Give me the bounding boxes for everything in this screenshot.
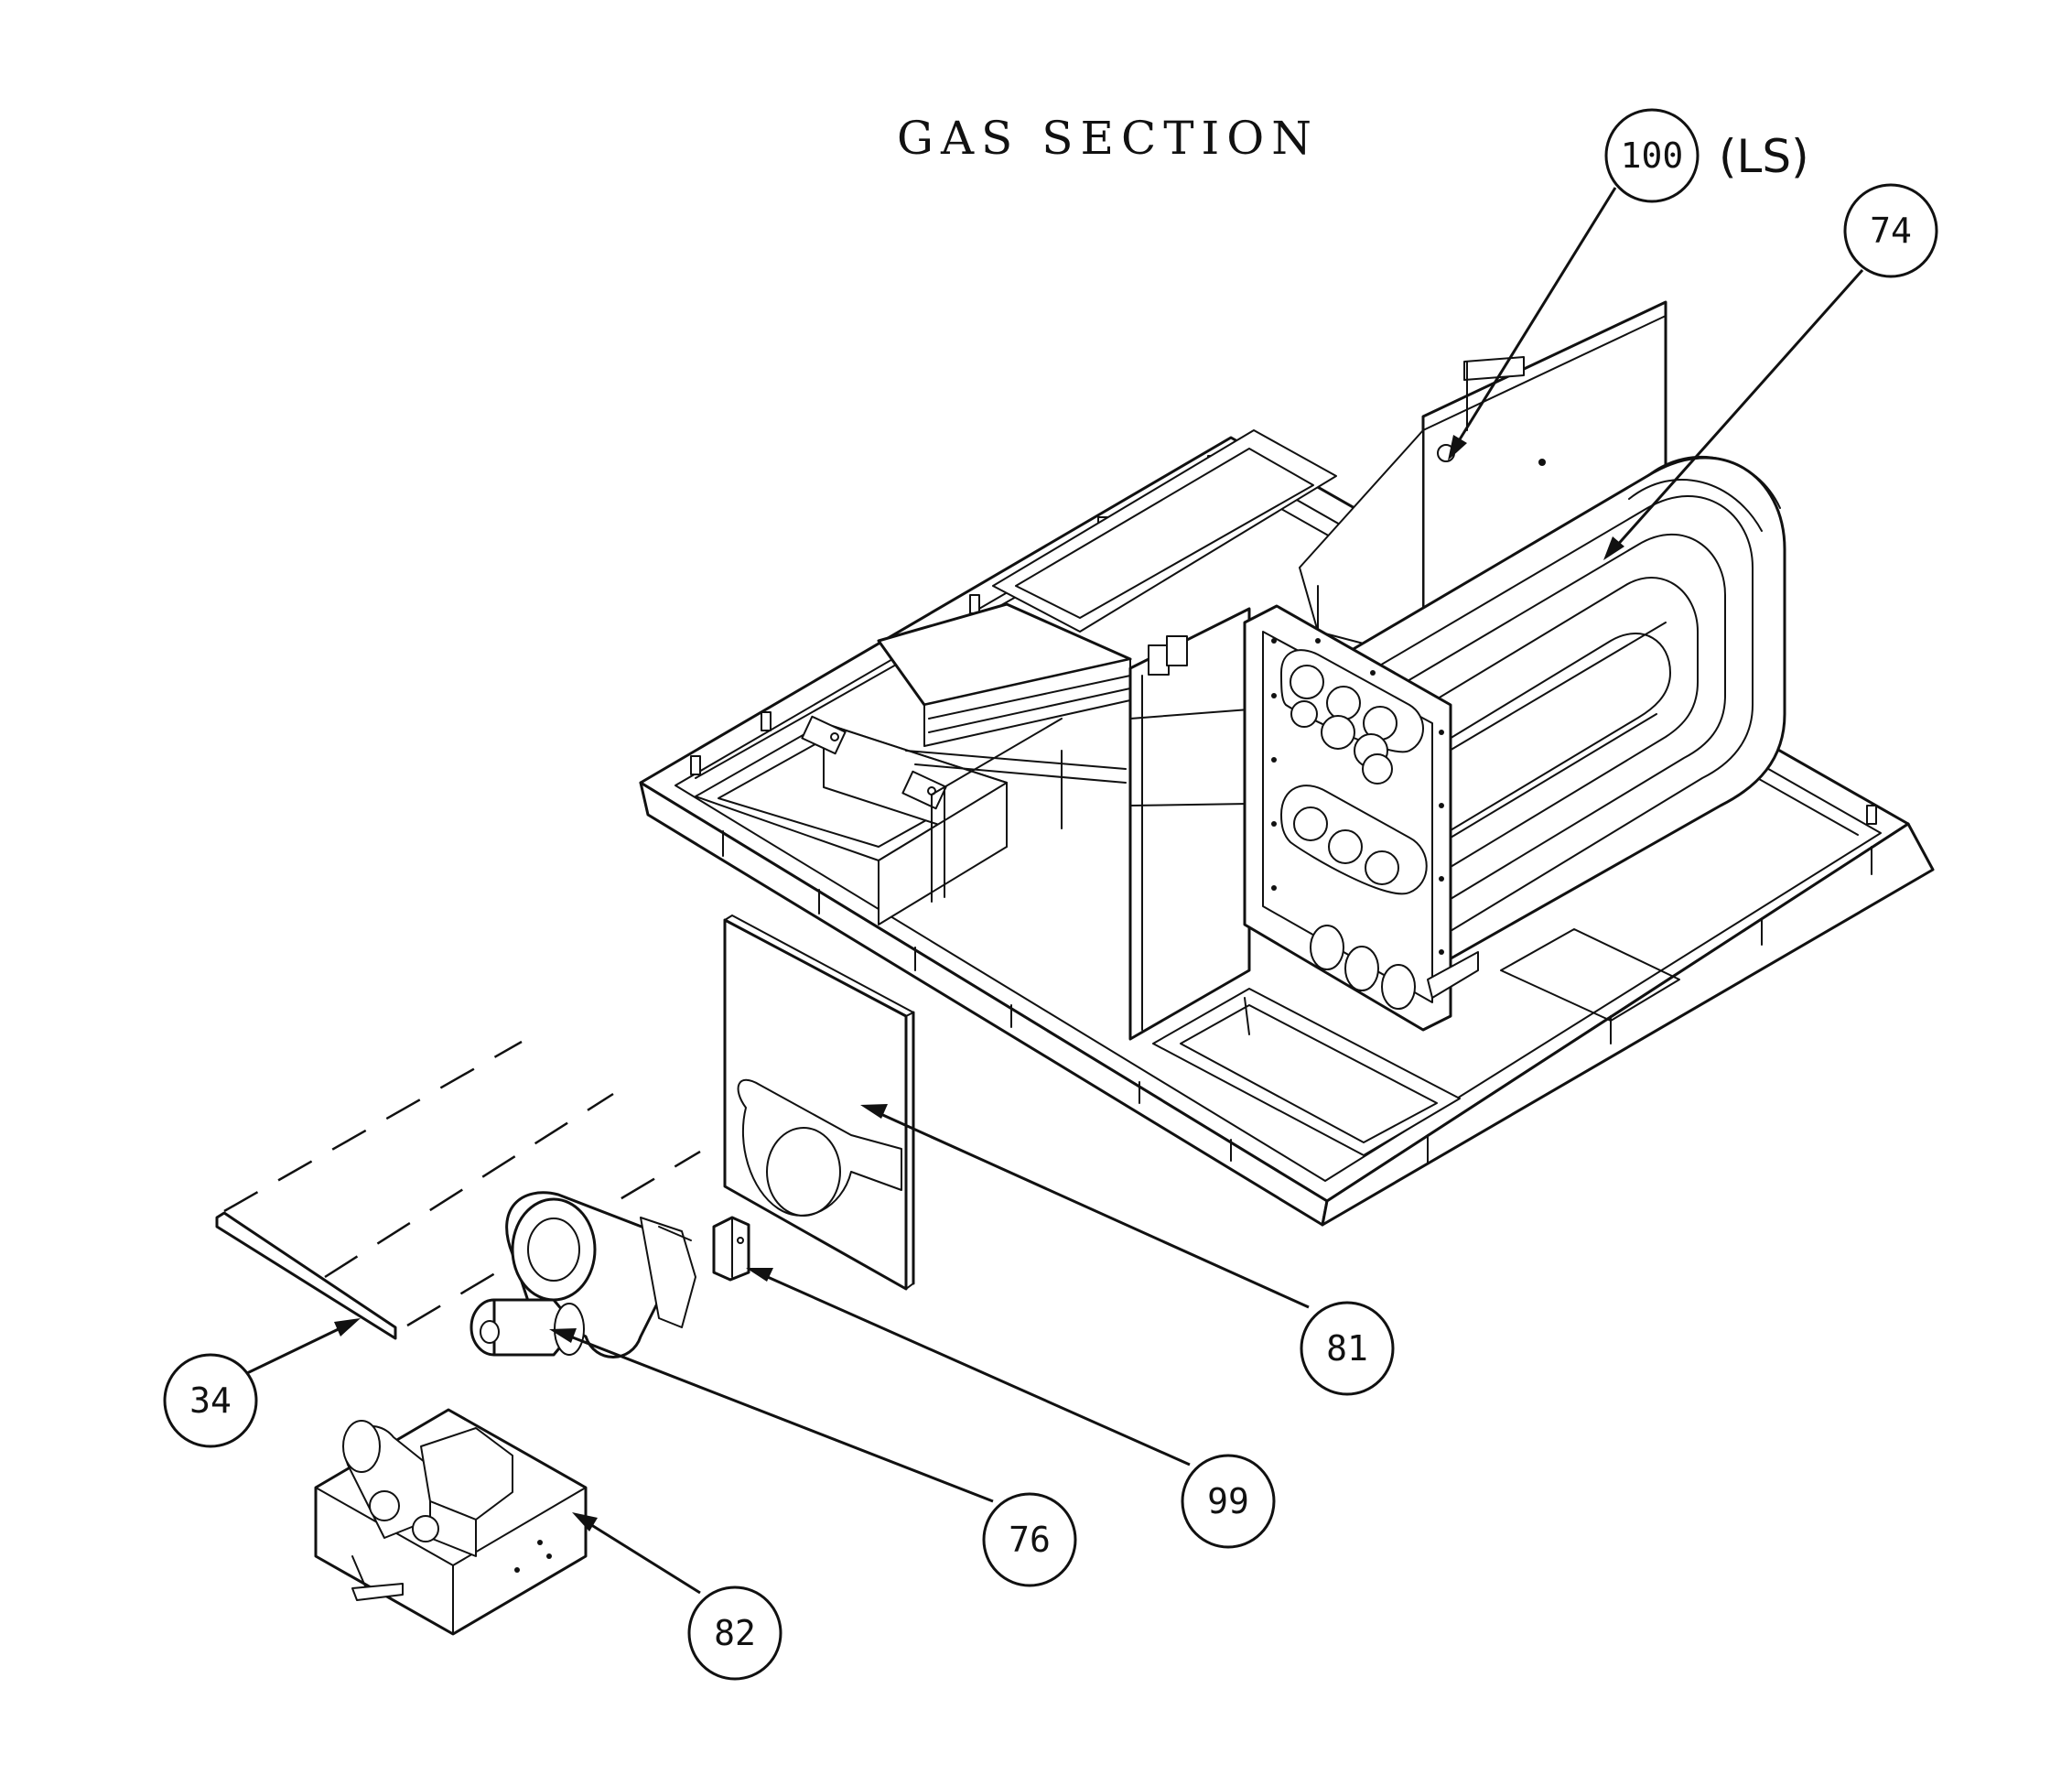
callout-74: 74 (1603, 183, 1938, 560)
callout-99-label: 99 (1207, 1481, 1249, 1521)
callout-82: 82 (572, 1512, 782, 1681)
callout-76: 76 (549, 1328, 1077, 1587)
callout-100-note: (LS) (1719, 130, 1809, 183)
callout-99: 99 (746, 1268, 1276, 1549)
burner-compartment (695, 715, 1063, 925)
heat-exchanger-header (1243, 604, 1479, 1032)
part-76-inducer-blower (469, 1191, 696, 1358)
flue-collector-panel (877, 602, 1132, 784)
callout-81-label: 81 (1326, 1328, 1368, 1369)
callout-34-label: 34 (189, 1380, 232, 1421)
callout-74-label: 74 (1870, 211, 1912, 251)
part-81-access-panel (723, 915, 915, 1291)
part-34-strip (215, 1040, 701, 1340)
part-82-gas-valve-assembly (314, 1408, 588, 1636)
diagram-title: GAS SECTION (897, 112, 1319, 165)
callout-81: 81 (860, 1104, 1395, 1396)
callout-82-label: 82 (714, 1613, 756, 1653)
partition-panel (1128, 607, 1251, 1041)
callout-100-label: 100 (1621, 135, 1684, 176)
callout-100: 100 (LS) (1448, 108, 1809, 460)
callout-34: 34 (163, 1318, 361, 1448)
return-air-opening (992, 429, 1337, 633)
callout-76-label: 76 (1009, 1520, 1051, 1560)
lower-compartment (1152, 928, 1680, 1156)
part-99-bracket (712, 1216, 750, 1282)
